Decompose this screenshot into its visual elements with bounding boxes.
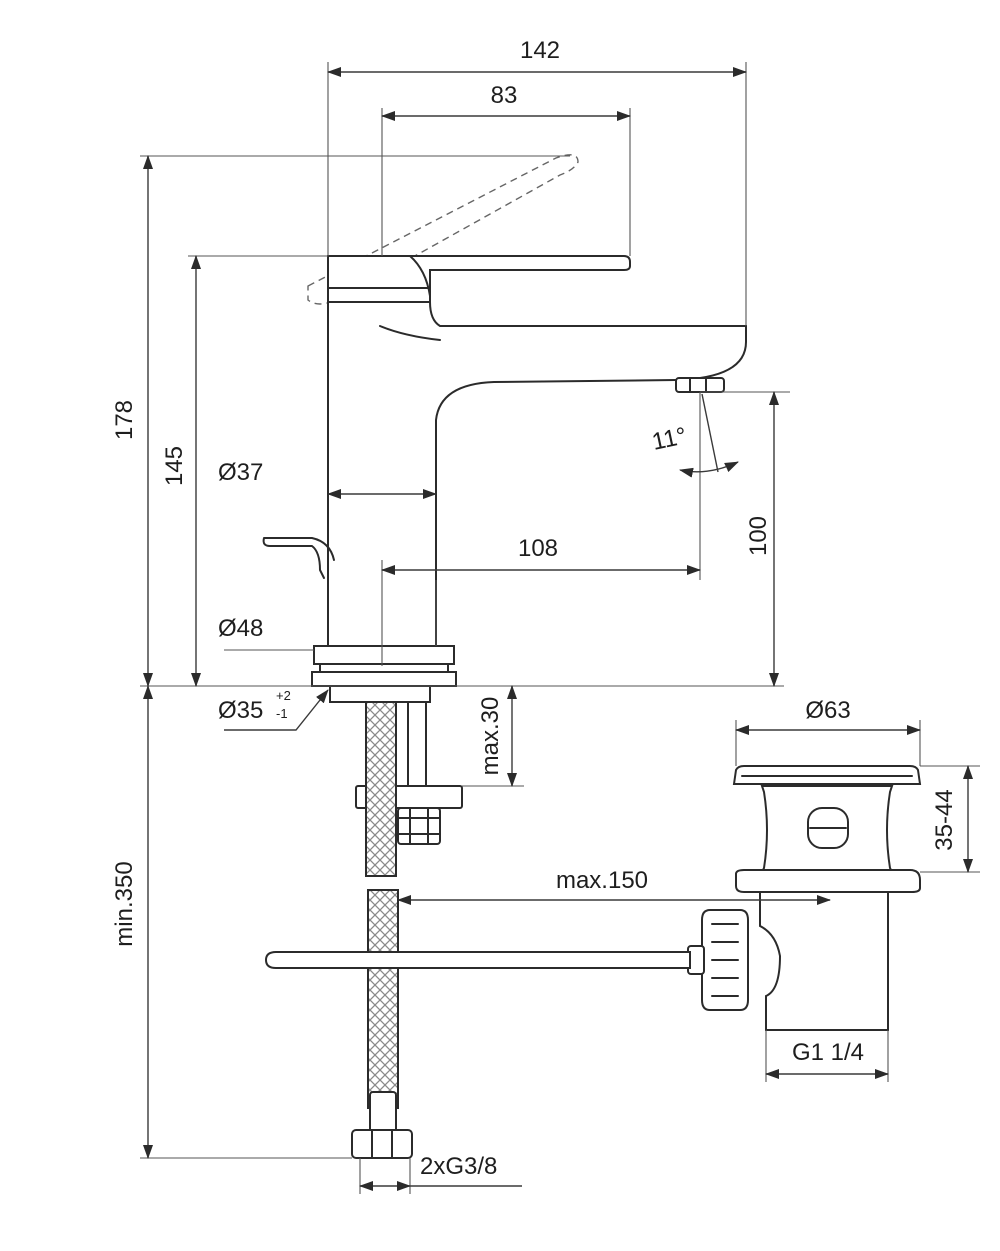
faucet-outline (262, 154, 747, 1159)
dim-total-width: 142 (520, 37, 560, 64)
dim-spout-height: 145 (161, 446, 188, 486)
dim-flow-angle: 11° (650, 422, 689, 456)
waste-tailpipe (759, 891, 889, 1031)
dim-spout-reach: 108 (518, 535, 558, 562)
waste-flange (735, 869, 921, 893)
dim-deck-thickness: max.30 (477, 697, 504, 776)
dimension-labels: 142 83 178 145 Ø37 108 100 Ø48 Ø35 +2 -1… (111, 37, 958, 1180)
aerator (675, 377, 725, 393)
waste-outline (264, 765, 922, 1031)
base-rosette (313, 645, 455, 665)
dim-hose-length: min.350 (111, 861, 138, 946)
popup-knob (262, 537, 335, 579)
dim-hole-diameter: Ø35 (218, 697, 263, 724)
dim-total-height: 178 (111, 400, 138, 440)
lever-raised-dashed (307, 154, 579, 305)
dim-lever-reach: 83 (491, 82, 518, 109)
dim-waste-height: 35-44 (931, 789, 958, 850)
fixing-stud (407, 701, 427, 787)
dim-waste-thread: G1 1/4 (792, 1039, 864, 1066)
dim-waste-diameter: Ø63 (805, 697, 850, 724)
dim-base-diameter: Ø48 (218, 615, 263, 642)
dim-outlet-clearance: 100 (745, 516, 772, 556)
dim-hose-thread: 2xG3/8 (420, 1153, 497, 1180)
lever-handle (327, 255, 631, 303)
supply-hose (365, 701, 397, 877)
dim-hole-tol-upper: +2 (276, 688, 291, 703)
hose-end-nut (351, 1129, 413, 1159)
dim-body-diameter: Ø37 (218, 459, 263, 486)
dim-rod-length: max.150 (556, 867, 648, 894)
dimension-lines (140, 62, 980, 1194)
dim-hole-tol-lower: -1 (276, 706, 288, 721)
faucet-body (327, 301, 747, 647)
linkage-rod (264, 951, 691, 969)
